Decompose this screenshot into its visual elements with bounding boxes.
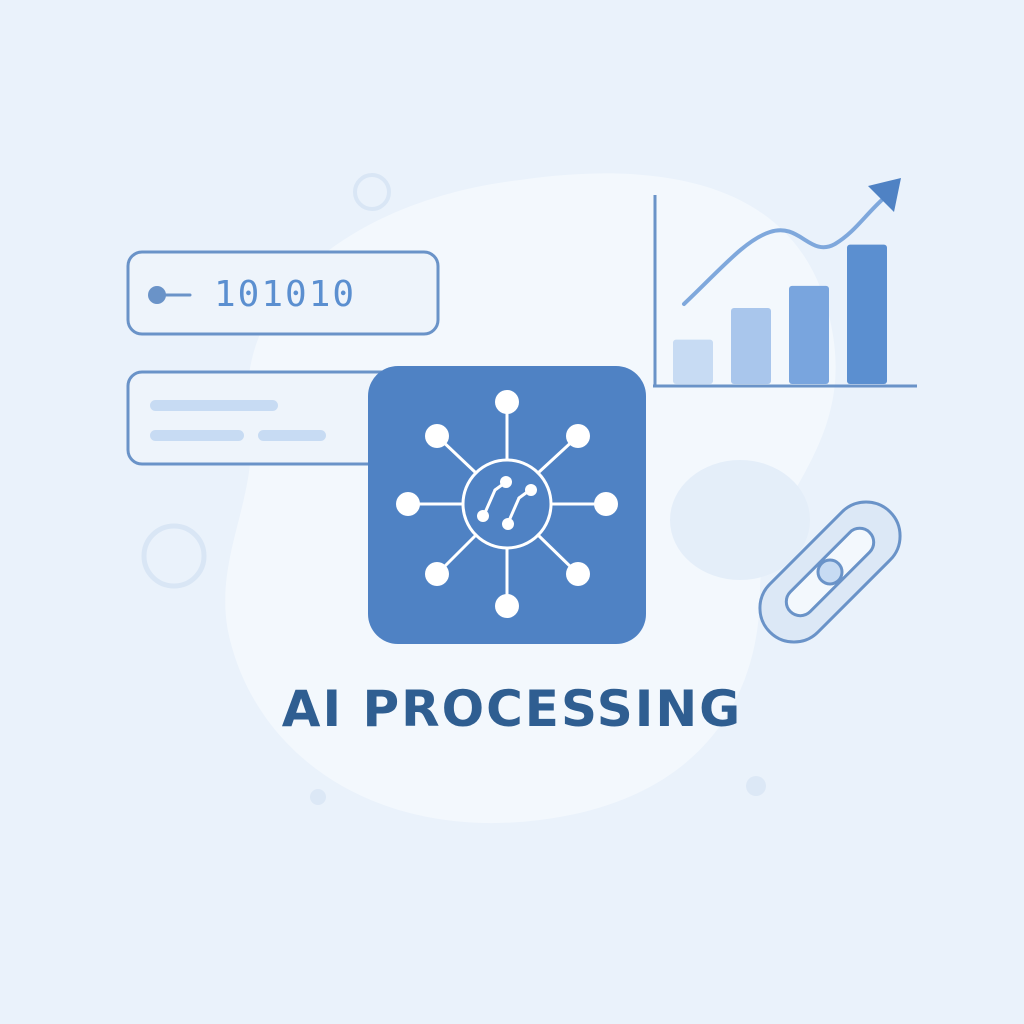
text-line-1 [150, 400, 278, 411]
chart-trend-line [682, 196, 886, 306]
node-bottom-right [566, 562, 590, 586]
binary-value: 101010 [214, 274, 357, 315]
growth-chart [653, 178, 917, 388]
neural-network-icon [368, 366, 646, 644]
key-icon [148, 286, 192, 304]
chart-bar-4 [847, 244, 887, 384]
decor-dot-right [746, 776, 766, 796]
node-bottom-left [425, 562, 449, 586]
caption-title: AI PROCESSING [281, 680, 743, 738]
node-top-left [425, 424, 449, 448]
node-bottom [495, 594, 519, 618]
chart-bar-3 [789, 285, 829, 384]
text-line-2 [150, 430, 244, 441]
background-blob-bump [670, 460, 810, 580]
decor-dot-left [310, 789, 326, 805]
node-right [594, 492, 618, 516]
decor-circle-small [353, 173, 391, 211]
decor-circle-large [141, 523, 207, 589]
binary-field-box [126, 250, 440, 336]
node-top [495, 390, 519, 414]
node-left [396, 492, 420, 516]
chain-link-icon [758, 500, 902, 644]
text-line-3 [258, 430, 326, 441]
chart-bars [673, 244, 887, 384]
trend-arrow-head [868, 178, 901, 212]
chart-bar-2 [731, 308, 771, 384]
node-top-right [566, 424, 590, 448]
chart-bar-1 [673, 339, 713, 384]
